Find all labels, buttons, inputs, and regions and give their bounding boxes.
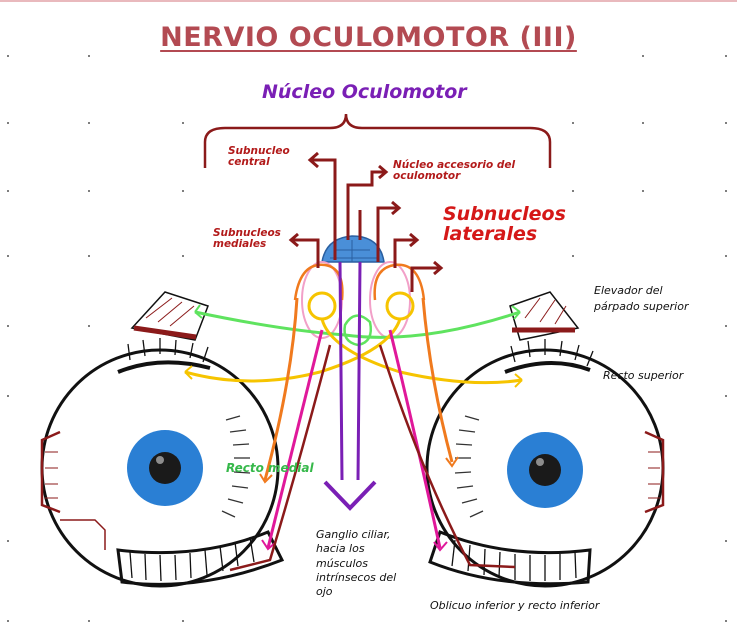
ganglio-ciliar-label: Ganglio ciliar, hacia los músculos intrí… (316, 528, 397, 599)
descending-nerve-right (378, 344, 516, 569)
inferior-pathway-right (388, 329, 442, 549)
levator-subnucleus (343, 314, 372, 347)
descending-nerve-left (229, 344, 332, 572)
levator-pathway (194, 310, 521, 339)
ciliary-arrowhead (323, 480, 377, 511)
left-eye (40, 291, 285, 588)
subnucleo-central-label: Subnucleo central (228, 145, 290, 169)
medial-rectus-pathway-left (263, 297, 299, 481)
nucleo-oculomotor-label: Núcleo Oculomotor (262, 81, 467, 103)
top-border (0, 0, 737, 2)
right-eye (425, 291, 665, 588)
medial-rectus-pathway-right (421, 297, 454, 463)
left-lateral-subnucleus (307, 291, 337, 321)
ciliary-pathway (338, 261, 362, 481)
right-pupil (529, 454, 561, 486)
left-pupil (149, 452, 181, 484)
subnucleos-mediales-label: Subnucleos mediales (213, 227, 281, 251)
inferior-pathway-left (266, 329, 324, 549)
central-nucleus (321, 235, 385, 263)
subnucleus-arrows (288, 151, 444, 292)
subnucleos-laterales-label: Subnucleos laterales (443, 203, 566, 245)
page-title: NERVIO OCULOMOTOR (III) (160, 22, 577, 53)
nucleo-accesorio-label: Núcleo accesorio del oculomotor (393, 159, 516, 183)
superior-rectus-pathway-left (184, 318, 402, 383)
elevador-label: Elevador del párpado superior (594, 284, 689, 313)
recto-superior-label: Recto superior (603, 369, 684, 382)
oblicuo-label: Oblicuo inferior y recto inferior (430, 599, 600, 612)
nucleus-brace (203, 113, 552, 168)
recto-medial-label: Recto medial (226, 461, 314, 475)
